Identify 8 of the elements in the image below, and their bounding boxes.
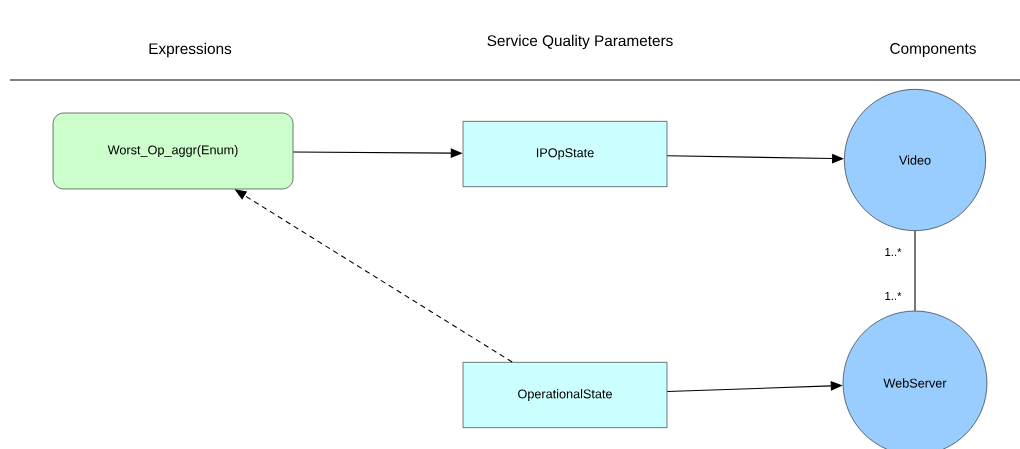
parameter-box: IPOpState <box>462 121 668 187</box>
column-heading: Service Quality Parameters <box>487 34 673 50</box>
column-heading: Expressions <box>149 42 232 58</box>
multiplicity-label: 1..* <box>885 248 902 256</box>
multiplicity-label: 1..* <box>885 292 902 300</box>
column-heading: Components <box>890 43 976 57</box>
expression-box: Worst_Op_aggr(Enum) <box>52 112 294 190</box>
parameter-box: OperationalState <box>462 362 668 428</box>
